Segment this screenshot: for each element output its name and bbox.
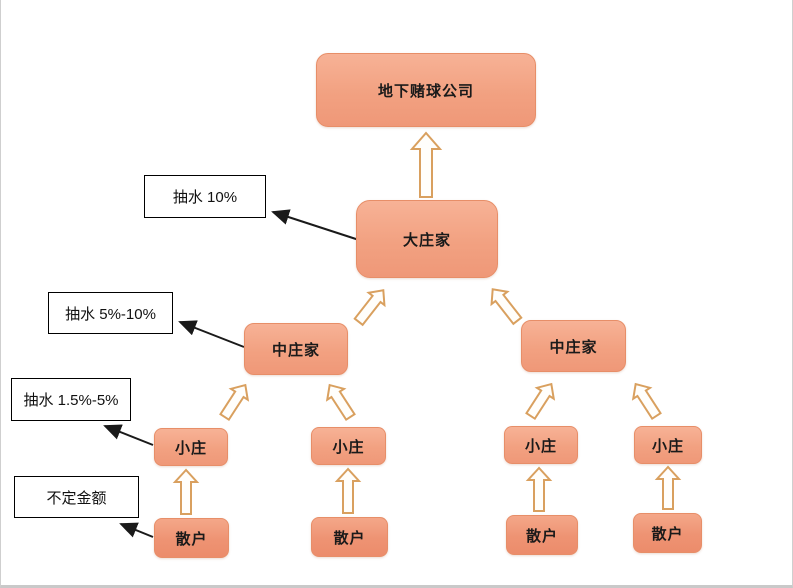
callout-variable-amount: 不定金额 (14, 476, 139, 518)
up-arrow-retail3-to-small3 (525, 466, 553, 512)
up-arrow-small1-to-midleft (219, 383, 250, 422)
node-mid-banker-right: 中庄家 (521, 320, 626, 372)
up-arrow-small3-to-midright (525, 382, 556, 421)
up-arrow-midleft-to-big (353, 289, 386, 327)
callout-rake-1.5-5-percent: 抽水 1.5%-5% (11, 378, 131, 421)
up-arrow-retail1-to-small1 (172, 468, 200, 515)
node-small-banker-1: 小庄 (154, 428, 228, 466)
up-arrow-retail4-to-small4 (654, 465, 682, 510)
node-big-banker: 大庄家 (356, 200, 498, 278)
up-arrow-small4-to-midright (631, 382, 662, 421)
callout-arrow-rake1.5-5 (103, 424, 154, 446)
callout-arrow-rake10 (271, 209, 360, 241)
callout-arrow-amount (119, 522, 154, 538)
node-retail-player-4: 散户 (633, 513, 702, 553)
node-retail-player-3: 散户 (506, 515, 578, 555)
callout-rake-10-percent: 抽水 10% (144, 175, 266, 218)
callout-rake-5-10-percent: 抽水 5%-10% (48, 292, 173, 334)
node-retail-player-2: 散户 (311, 517, 388, 557)
node-mid-banker-left: 中庄家 (244, 323, 348, 375)
up-arrow-retail2-to-small2 (334, 467, 362, 514)
node-small-banker-2: 小庄 (311, 427, 386, 465)
up-arrow-small2-to-midleft (325, 383, 356, 422)
node-underground-gambling-company: 地下赌球公司 (316, 53, 536, 127)
node-small-banker-4: 小庄 (634, 426, 702, 464)
node-small-banker-3: 小庄 (504, 426, 578, 464)
node-retail-player-1: 散户 (154, 518, 229, 558)
up-arrow-big-to-company (409, 131, 443, 198)
up-arrow-midright-to-big (490, 288, 523, 326)
callout-arrow-rake5-10 (178, 320, 245, 348)
